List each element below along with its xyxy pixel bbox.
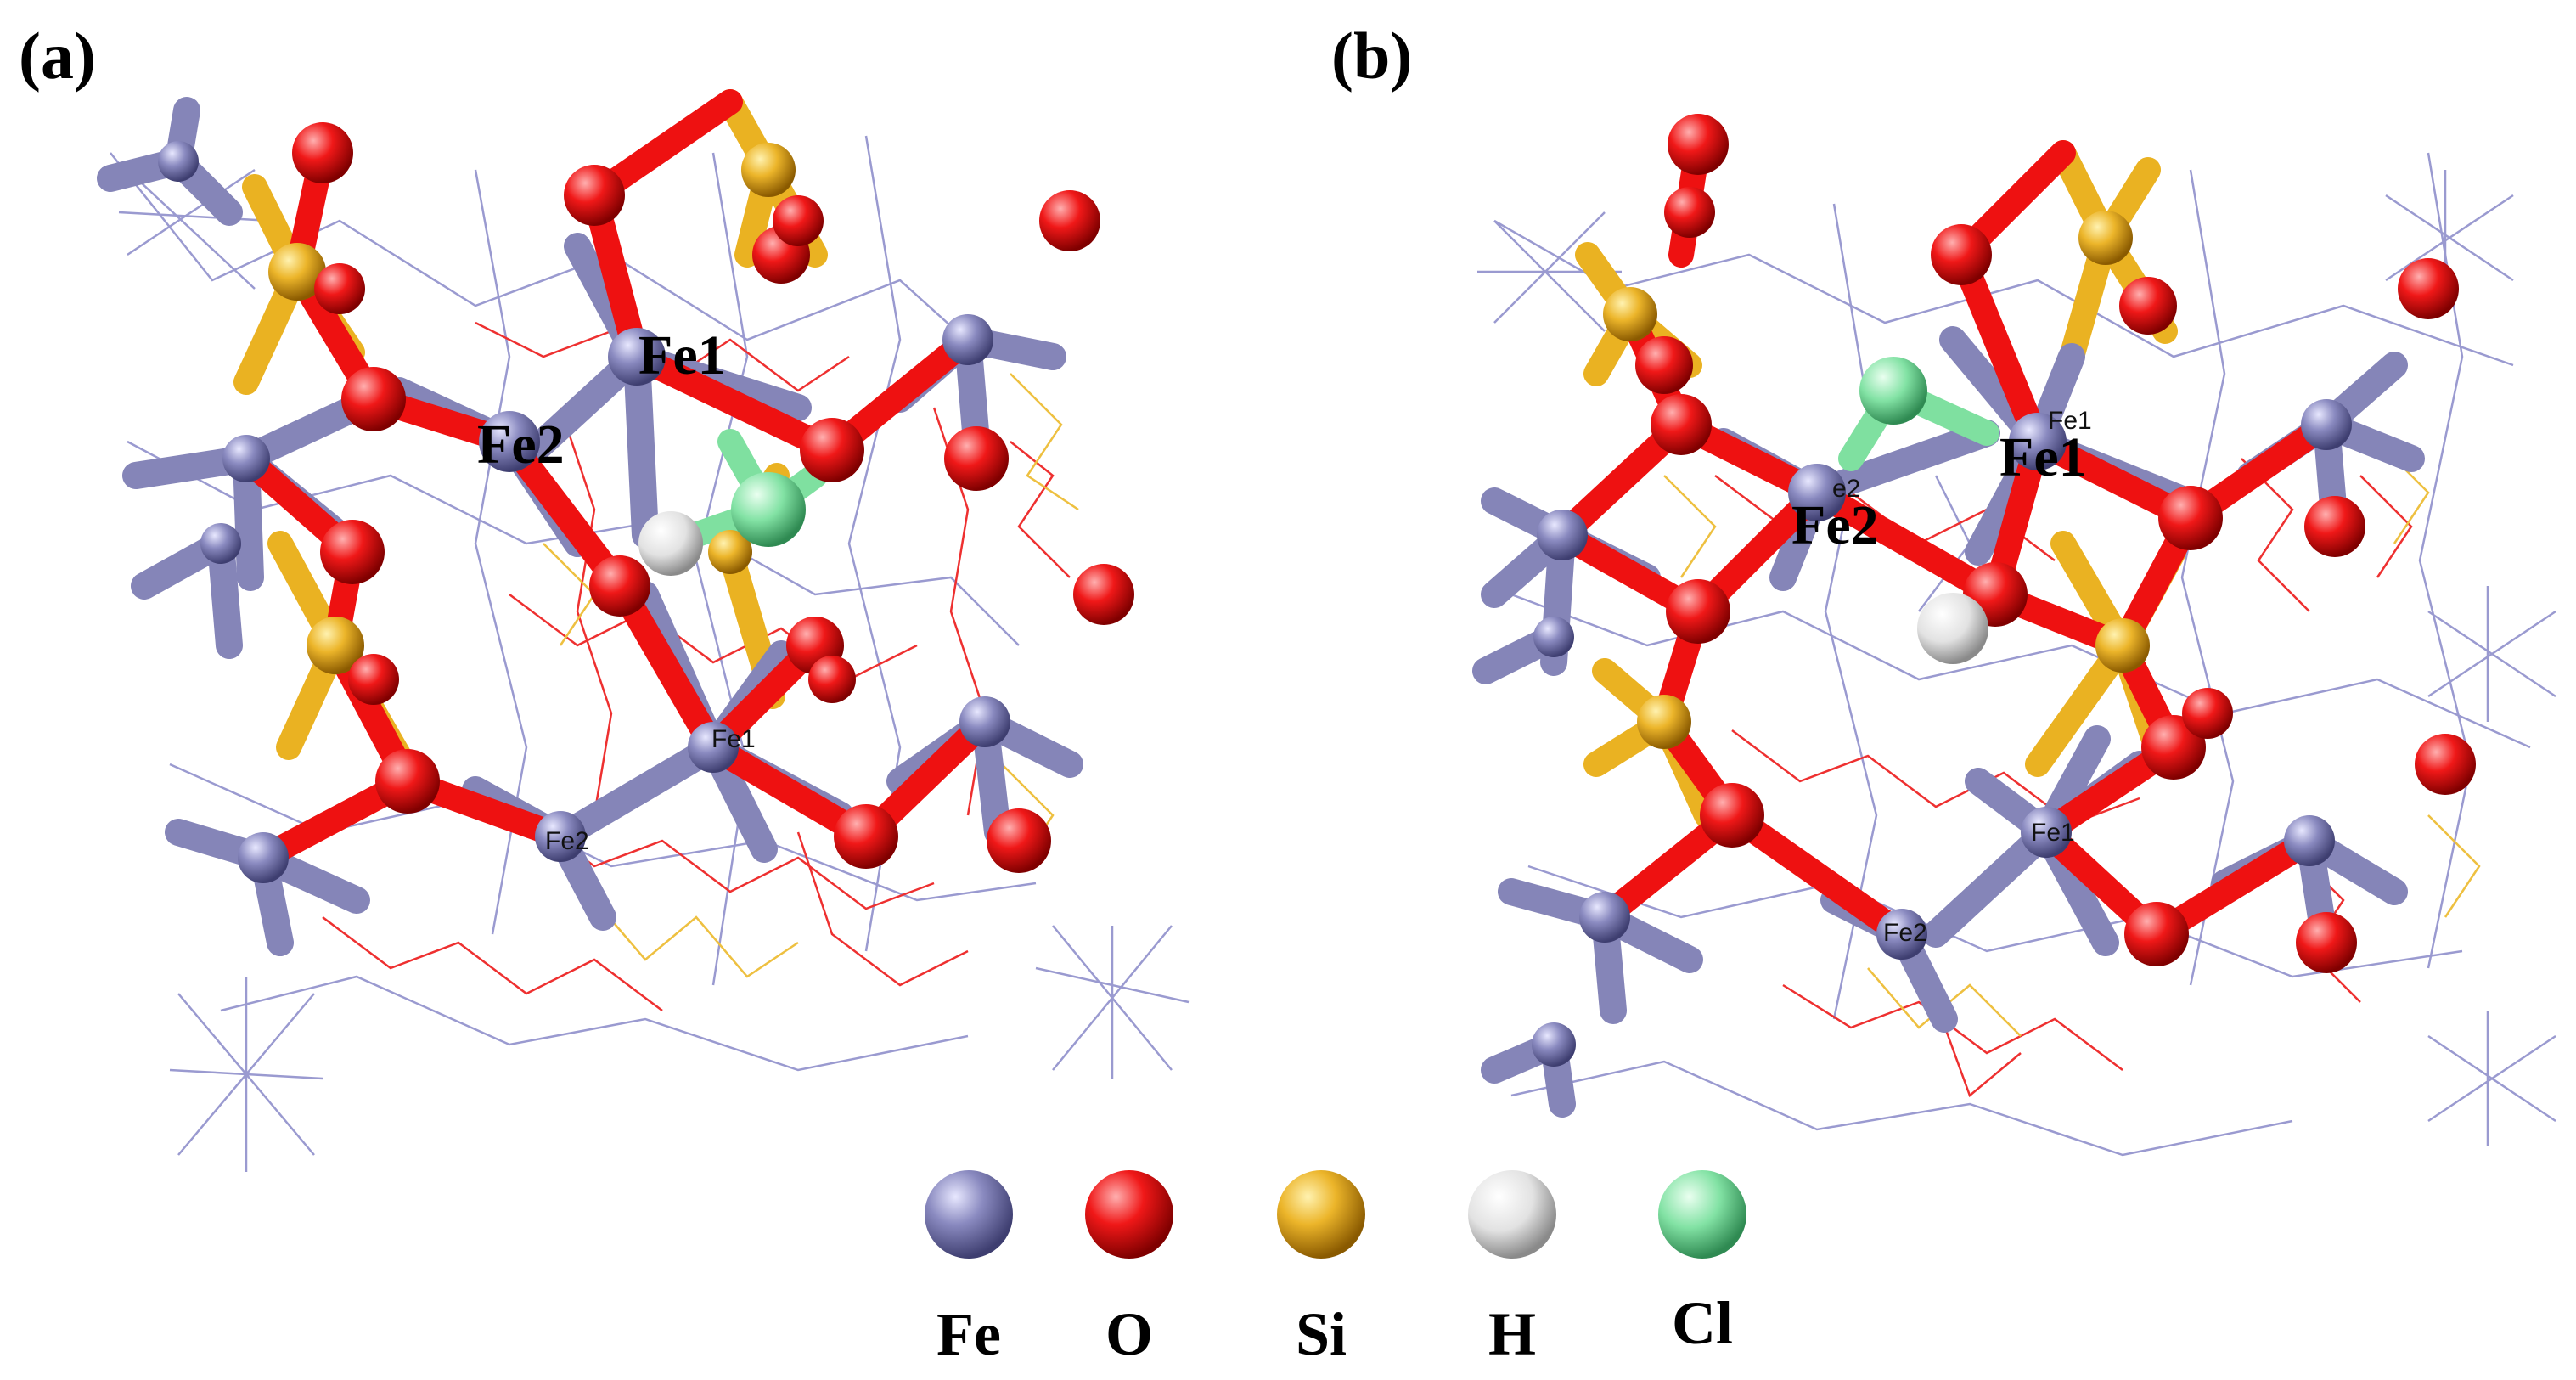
o-atom (1700, 783, 1764, 848)
panel-a: (a) (19, 19, 1190, 1172)
o-atom (1635, 336, 1693, 394)
fe-atom (1537, 510, 1588, 560)
fe1-lower-atom (2021, 807, 2072, 858)
o-atom (2158, 486, 2223, 550)
fe-atom (158, 141, 199, 182)
fe-atom (238, 832, 289, 883)
o-atom (2398, 258, 2459, 319)
legend-item-o: O (1085, 1170, 1173, 1368)
o-atom (2304, 496, 2365, 557)
panel-b-label-fe1-small: Fe1 (2048, 407, 2092, 435)
o-atom (1651, 394, 1712, 455)
panel-b-label-fe1-lower: Fe1 (2031, 819, 2075, 847)
legend-label-h: H (1488, 1300, 1536, 1368)
panel-b-label-fe1: Fe1 (1999, 426, 2087, 488)
o-atom (773, 195, 824, 246)
o-atom (2182, 688, 2233, 739)
o-atom (348, 654, 399, 705)
fe2-lower-atom (535, 811, 586, 862)
si-atom (708, 530, 752, 574)
cl-atom (1859, 357, 1927, 425)
legend-swatch-cl (1658, 1170, 1746, 1259)
o-atom (341, 367, 406, 431)
fe1-lower-atom (688, 722, 739, 773)
legend-label-o: O (1105, 1300, 1153, 1368)
panel-b-label-fe2-small: e2 (1832, 475, 1860, 503)
panel-b-label: (b) (1331, 19, 1412, 93)
panel-b-label-fe2: Fe2 (1791, 494, 1879, 556)
o-atom (2124, 902, 2189, 966)
legend-item-fe: Fe (925, 1170, 1013, 1368)
fe2-lower-atom (1876, 909, 1927, 960)
panel-a-bonds (97, 89, 1083, 956)
panel-a-label: (a) (19, 19, 96, 93)
fe-atom (2301, 399, 2352, 450)
fe-atom (222, 435, 270, 482)
o-atom (589, 555, 650, 617)
fe-atom (1579, 892, 1630, 943)
o-atom (1666, 579, 1730, 644)
o-atom (2415, 734, 2476, 795)
fe2-atom (1788, 464, 1846, 521)
legend-item-h: H (1468, 1170, 1556, 1368)
fe2-atom (479, 411, 540, 472)
panel-a-label-fe1: Fe1 (638, 324, 726, 386)
fe-atom (959, 696, 1010, 747)
si-atom (741, 143, 796, 197)
o-atom (2119, 277, 2177, 335)
panel-b-label-fe2-lower: Fe2 (1883, 919, 1927, 947)
fe-atom (1533, 617, 1574, 657)
o-atom (292, 122, 353, 183)
legend-swatch-o (1085, 1170, 1173, 1259)
o-atom (944, 426, 1009, 491)
o-atom (2296, 912, 2357, 973)
cl-atom (731, 472, 806, 547)
o-atom (1668, 114, 1729, 175)
h-atom (1917, 593, 1988, 664)
fe-atom (2284, 815, 2335, 866)
si-atom (2078, 211, 2133, 265)
o-atom (1073, 564, 1134, 625)
o-atom (314, 263, 365, 314)
o-atom (987, 808, 1051, 873)
o-atom (564, 165, 625, 226)
panel-b: (b) (1331, 19, 2556, 1157)
o-atom (375, 749, 440, 814)
fe1-atom (608, 328, 666, 386)
si-atom (307, 617, 364, 674)
o-atom (834, 804, 898, 869)
legend-label-cl: Cl (1672, 1289, 1733, 1357)
panel-a-label-fe1-lower: Fe1 (711, 725, 756, 753)
o-atom (1664, 187, 1715, 238)
o-atom (1039, 190, 1100, 251)
legend-swatch-h (1468, 1170, 1556, 1259)
fe-atom (200, 523, 241, 564)
si-atom (1603, 287, 1657, 341)
legend: Fe O Si H Cl (925, 1170, 1746, 1368)
o-atom (320, 520, 385, 584)
panel-a-label-fe2: Fe2 (477, 414, 565, 476)
fe-atom (1532, 1022, 1576, 1067)
panel-a-atoms (158, 122, 1134, 883)
legend-swatch-si (1277, 1170, 1365, 1259)
o-atom (1931, 224, 1992, 285)
si-atom (2095, 618, 2150, 673)
legend-item-si: Si (1277, 1170, 1365, 1368)
o-atom (808, 656, 856, 703)
panel-b-atoms (1532, 114, 2476, 1067)
fe1-atom (2009, 413, 2067, 470)
h-atom (638, 511, 703, 576)
si-atom (1637, 695, 1691, 749)
panel-a-label-fe2-lower: Fe2 (545, 827, 589, 855)
si-atom (268, 243, 326, 301)
legend-label-si: Si (1296, 1300, 1347, 1368)
fe-atom (942, 314, 993, 365)
legend-swatch-fe (925, 1170, 1013, 1259)
legend-label-fe: Fe (936, 1300, 1001, 1368)
o-atom (800, 418, 864, 482)
legend-item-cl: Cl (1658, 1170, 1746, 1357)
